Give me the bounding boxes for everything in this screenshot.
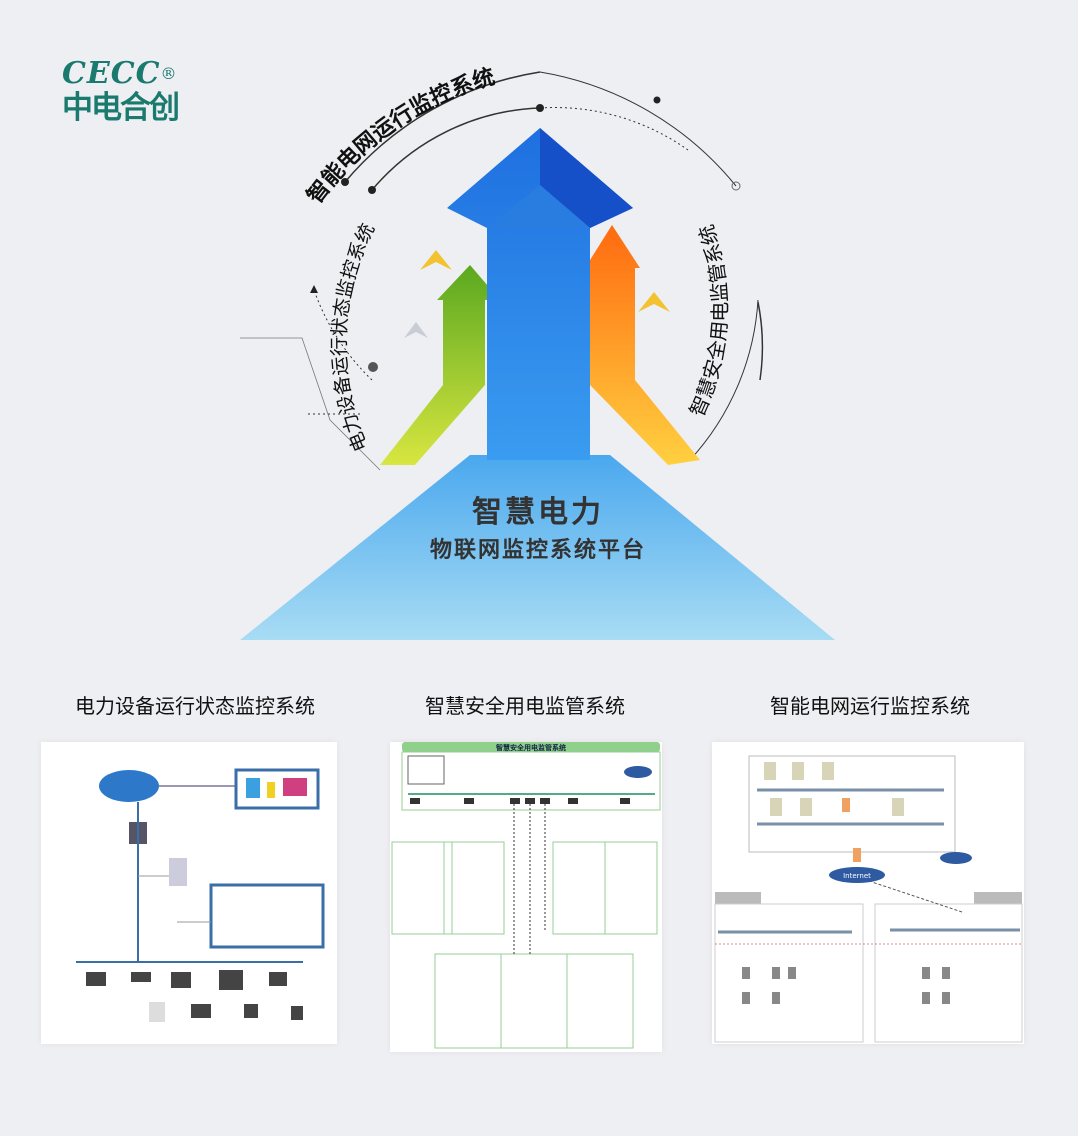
cloud-icon: [99, 770, 159, 802]
decorative-arcs: [240, 71, 764, 471]
section-title-safety: 智慧安全用电监管系统: [425, 694, 625, 718]
internet-cloud-icon: [829, 867, 885, 883]
hero-sub-title: 物联网监控系统平台: [430, 537, 646, 563]
diagram-smart-grid: Internet: [712, 742, 1024, 1044]
hero-main-title: 智慧电力: [472, 495, 604, 530]
hero-graphic: 智能电网运行监控系统 电力设备运行状态监控系统 智慧安全用电监管系统 智慧电力 …: [240, 64, 835, 640]
orange-arrow: [585, 225, 700, 465]
chevron-icon: [638, 292, 670, 312]
section-title-equipment: 电力设备运行状态监控系统: [75, 694, 315, 718]
green-arrow: [380, 265, 500, 465]
arc-dots: [310, 96, 741, 372]
arc-label-outer: 智能电网运行监控系统: [302, 64, 498, 209]
arc-label-left: 电力设备运行状态监控系统: [329, 220, 380, 454]
base-platform: [240, 455, 835, 640]
section-title-grid: 智能电网运行监控系统: [770, 694, 970, 718]
diagram-equipment-monitoring: [41, 742, 337, 1044]
arc-label-right: 智慧安全用电监管系统: [685, 222, 732, 420]
internet-label: Internet: [843, 872, 871, 880]
company-logo: CECC® 中电合创: [62, 56, 180, 127]
diagram-header: 智慧安全用电监管系统: [496, 743, 566, 752]
diagram-safety-electricity: 智慧安全用电监管系统: [390, 742, 662, 1052]
chevron-icon: [404, 322, 428, 338]
chevron-icon: [420, 250, 452, 270]
